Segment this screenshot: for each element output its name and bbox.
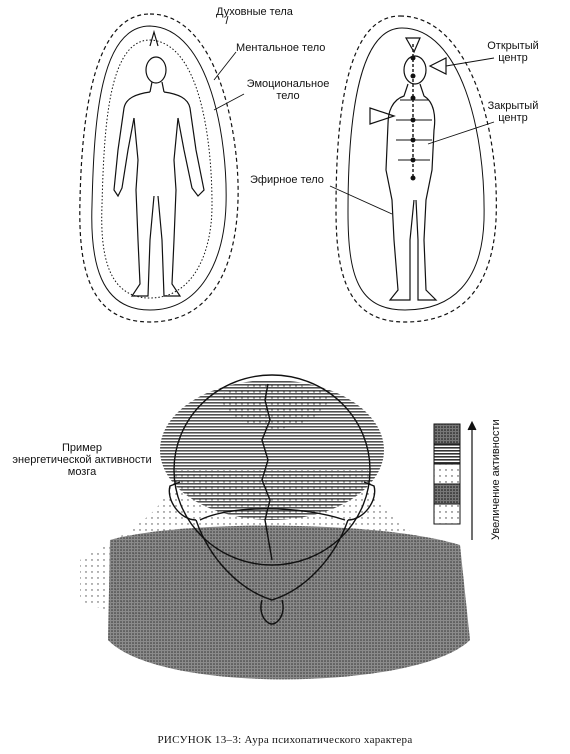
label-open-center: Открытый центр	[487, 40, 539, 64]
label-brain-activity-example: Пример энергетической активности мозга	[12, 442, 152, 478]
label-activity-increase: Увеличение активности	[490, 419, 502, 540]
leader-lines	[213, 15, 495, 215]
label-mental-body: Ментальное тело	[236, 42, 326, 54]
figure-caption: РИСУНОК 13–3: Аура психопатического хара…	[157, 734, 413, 746]
right-aura-figure	[335, 15, 497, 323]
label-spiritual-bodies: Духовные тела	[216, 6, 293, 18]
label-emotional-body: Эмоциональное тело	[246, 78, 330, 102]
label-etheric-body: Эфирное тело	[250, 174, 324, 186]
activity-scale	[433, 420, 477, 540]
left-aura-figure	[79, 13, 239, 323]
brain-activity-diagram	[80, 374, 477, 680]
label-closed-center: Закрытый центр	[487, 100, 539, 124]
